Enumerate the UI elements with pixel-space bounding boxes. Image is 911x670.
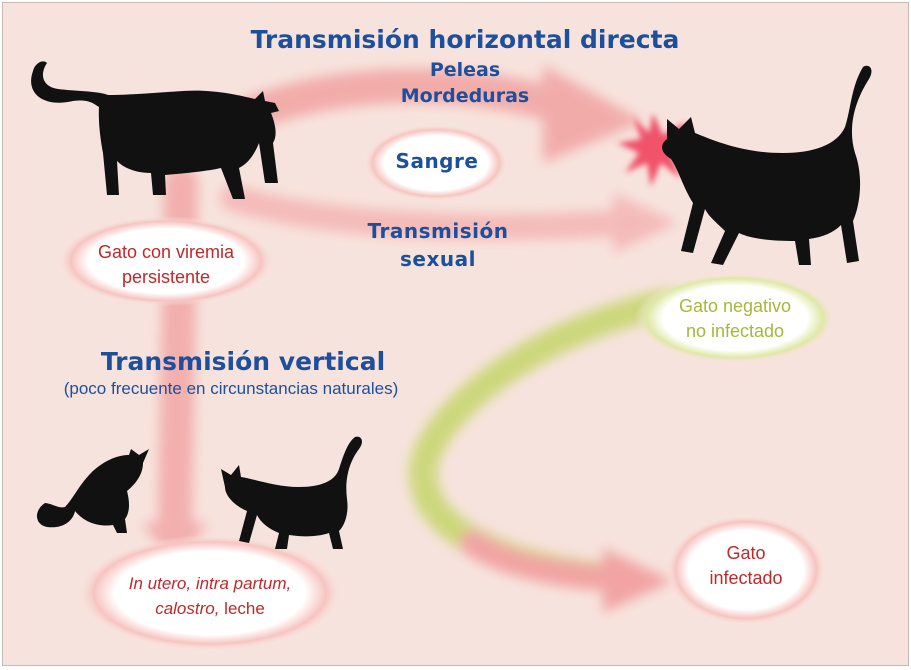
label-sexual-1: Transmisión	[367, 219, 509, 243]
title-vertical: Transmisión vertical	[100, 347, 386, 376]
label-fights: Peleas	[429, 59, 501, 81]
oval-blood-glow	[364, 125, 508, 201]
node-infected-line2: infectado	[709, 568, 783, 588]
vertical-routes-plain: leche	[219, 599, 265, 618]
node-negative-line1: Gato negativo	[678, 296, 792, 316]
kitten-sitting-icon	[36, 449, 149, 533]
target-cat-icon	[662, 65, 872, 265]
oval-viremic-glow	[58, 216, 274, 306]
node-vertical-routes-line1: In utero, intra partum,	[90, 574, 330, 594]
arrow-negative-to-infected	[408, 289, 682, 613]
arrows-layer	[31, 61, 872, 651]
node-negative-line2: no infectado	[685, 321, 785, 341]
arrow-fights-bites	[236, 65, 643, 163]
label-bites: Mordeduras	[400, 85, 530, 107]
oval-vertical-glow	[78, 535, 342, 651]
kitten-walking-icon	[221, 436, 362, 549]
title-vertical-note: (poco frecuente en circunstancias natura…	[63, 379, 399, 398]
node-viremic-line2: persistente	[121, 267, 211, 287]
oval-infected-glow	[666, 515, 826, 625]
label-sexual-2: sexual	[400, 247, 476, 271]
source-cat-icon	[31, 61, 279, 199]
node-vertical-routes-line2: calostro, leche	[90, 599, 330, 619]
vertical-routes-italic-2: calostro,	[155, 599, 220, 618]
oval-negative-glow	[635, 273, 835, 363]
label-blood: Sangre	[395, 149, 479, 173]
title-horizontal: Transmisión horizontal directa	[250, 25, 680, 54]
arrow-sexual	[220, 185, 678, 253]
node-viremic-line1: Gato con viremia	[97, 242, 235, 262]
vertical-routes-italic-1: In utero, intra partum,	[128, 574, 292, 593]
node-infected-line1: Gato	[726, 543, 766, 563]
